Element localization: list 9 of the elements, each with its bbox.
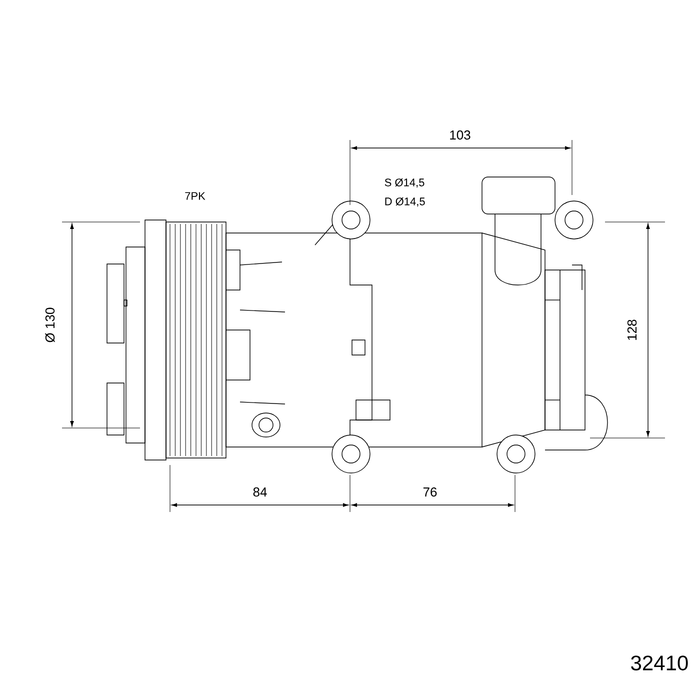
dimension-value: 84 <box>253 487 267 497</box>
dimension-value: 128 <box>627 320 637 340</box>
belt-profile-label: 7PK <box>185 192 206 200</box>
part-number: 32410 <box>631 656 688 670</box>
dimension-value: 103 <box>450 130 470 140</box>
dimension-value: Ø 130 <box>45 308 55 342</box>
dimension-value: 76 <box>423 487 437 497</box>
port-size-label: S Ø14,5 <box>384 178 424 188</box>
port-size-label: D Ø14,5 <box>385 197 425 207</box>
